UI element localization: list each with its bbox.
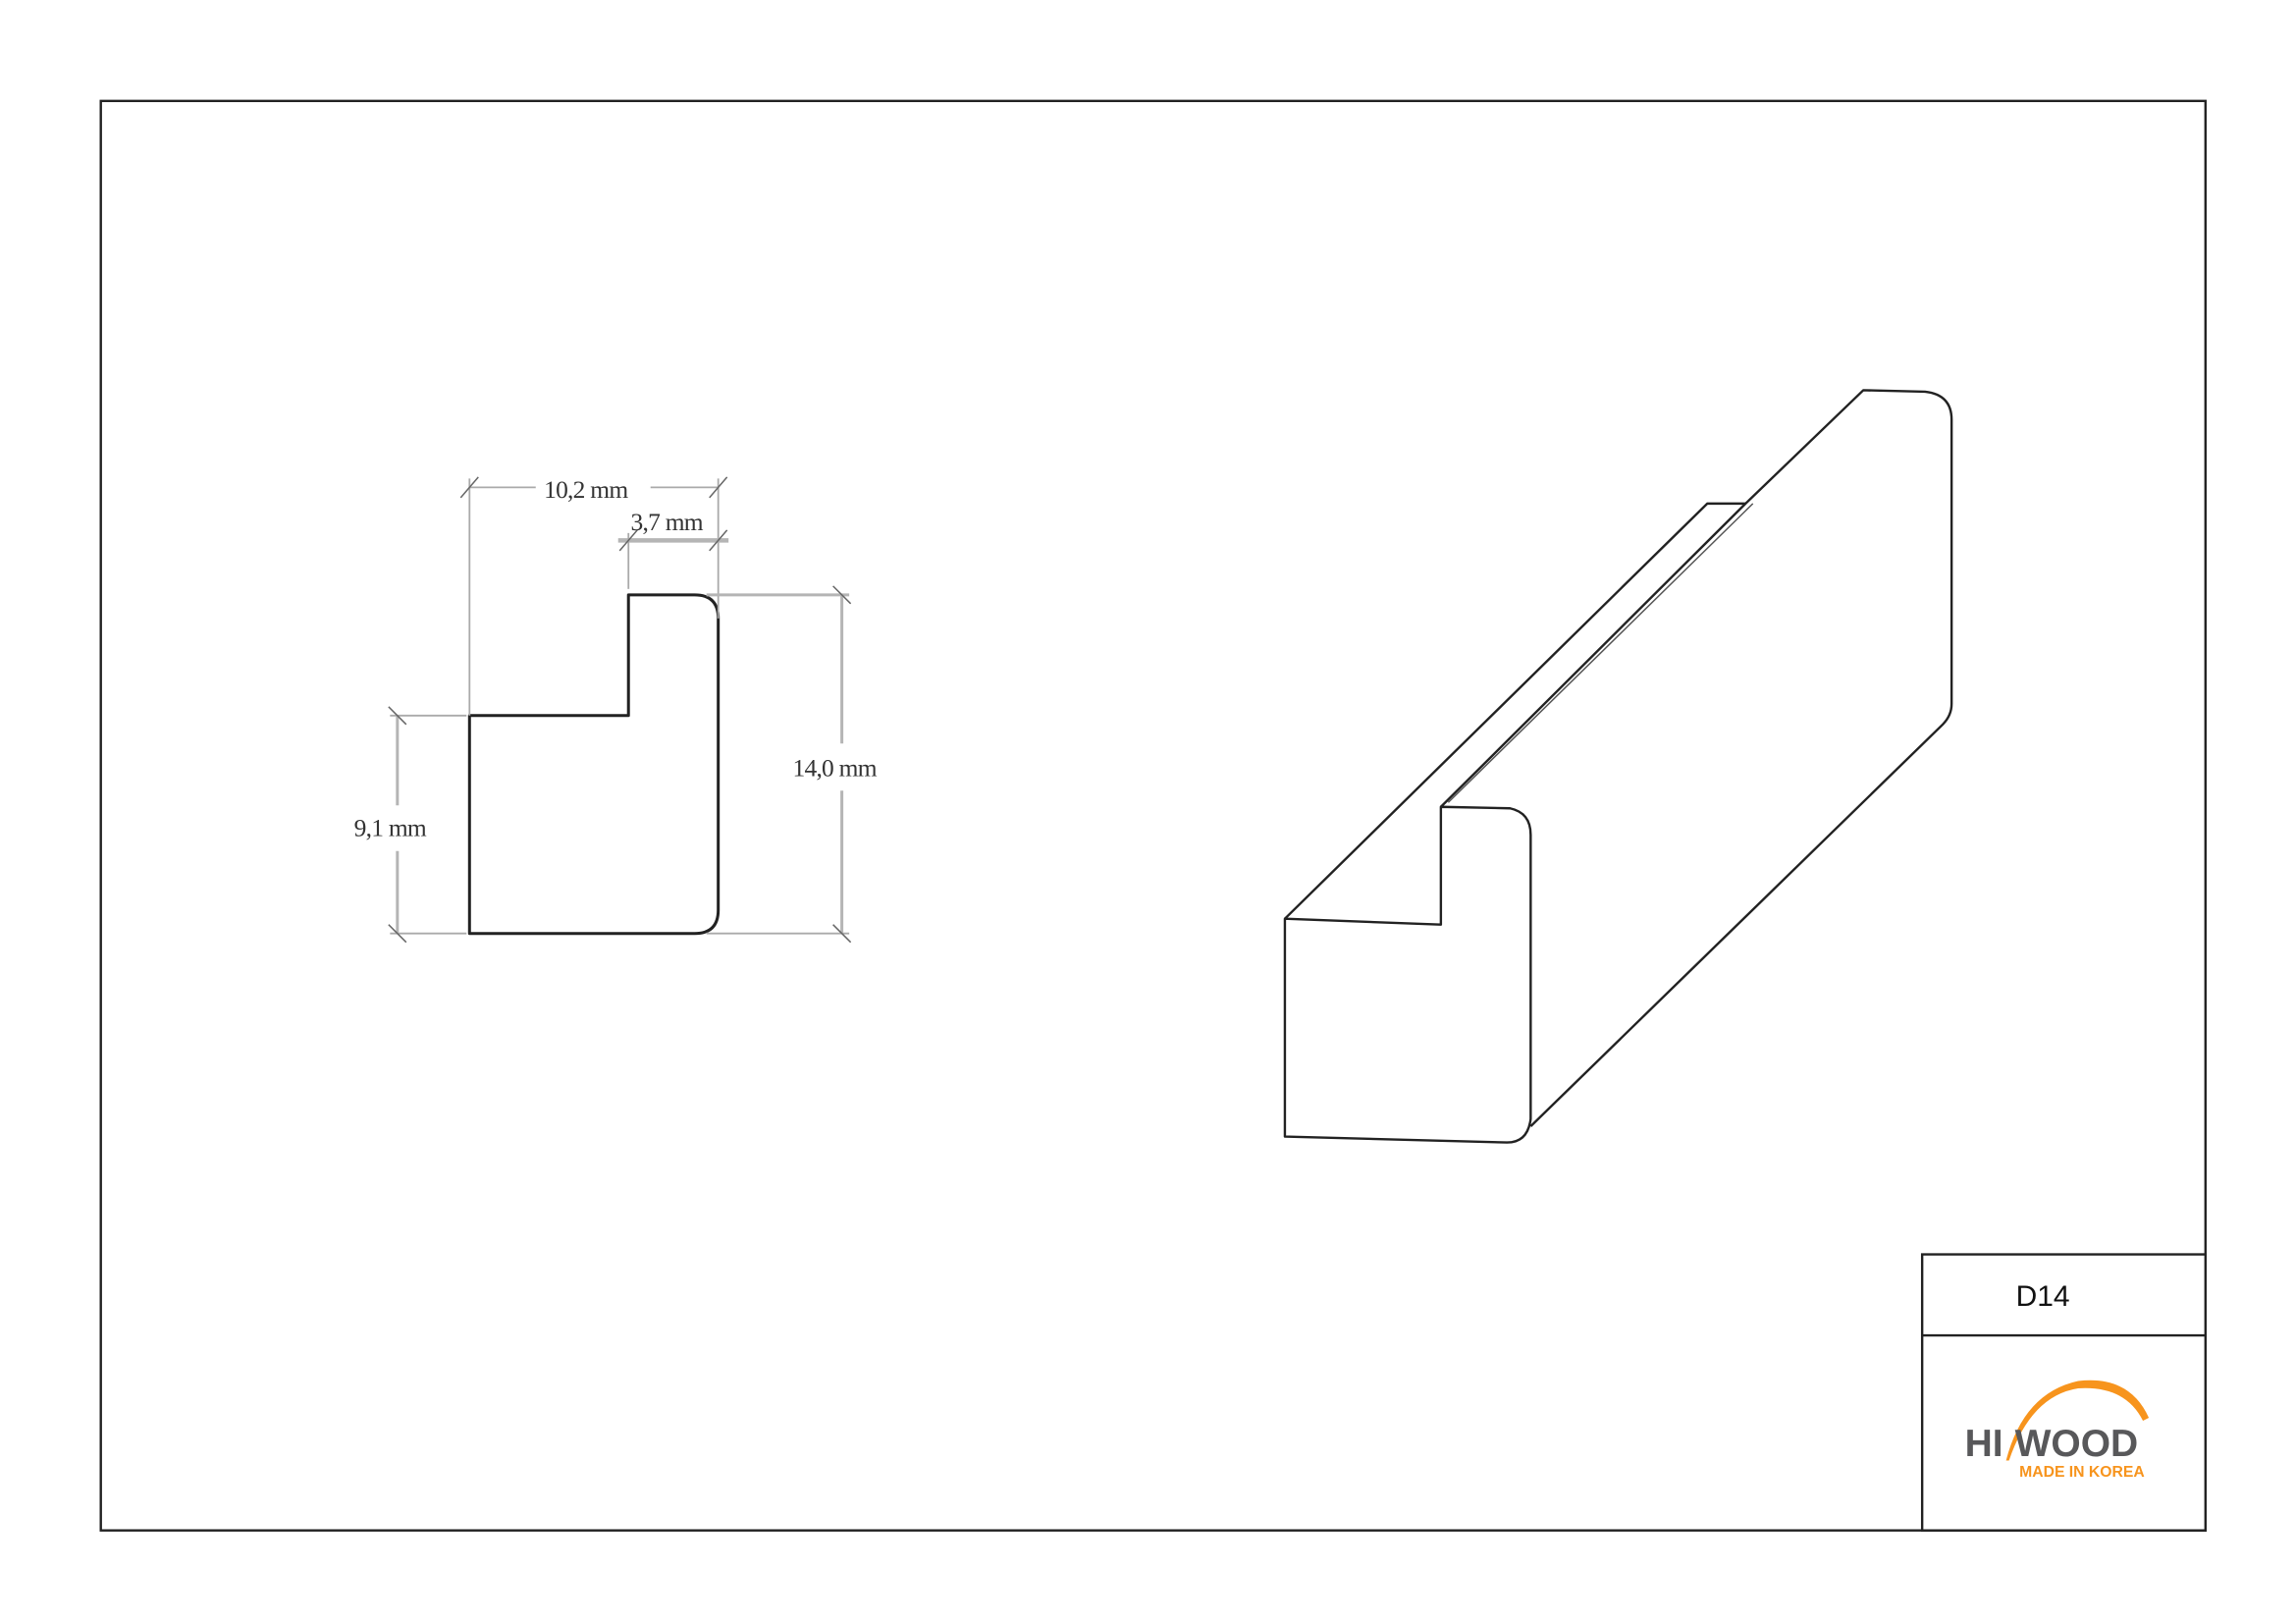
svg-text:MADE IN KOREA: MADE IN KOREA (2019, 1464, 2145, 1481)
title-block: D14 HI WOOD MADE IN KOREA (1920, 1253, 2207, 1532)
svg-text:HI: HI (1965, 1423, 2003, 1465)
svg-text:WOOD: WOOD (2015, 1423, 2139, 1465)
dimension-label: 14,0 mm (792, 753, 877, 782)
profile-outline (467, 593, 721, 936)
dimension-step-height: 9,1 mm (354, 706, 467, 944)
dimension-label: 3,7 mm (631, 508, 704, 536)
dimension-total-height: 14,0 mm (706, 585, 878, 944)
hiwood-logo: HI WOOD MADE IN KOREA (1965, 1380, 2150, 1481)
drawing-border (99, 99, 2207, 1532)
dimension-label: 10,2 mm (544, 475, 628, 504)
dimension-label: 9,1 mm (354, 814, 427, 842)
isometric-view (1283, 389, 1953, 1144)
dimension-step-width: 3,7 mm (617, 508, 729, 589)
drawing-code: D14 (2016, 1280, 2070, 1313)
profile-section (467, 593, 721, 936)
